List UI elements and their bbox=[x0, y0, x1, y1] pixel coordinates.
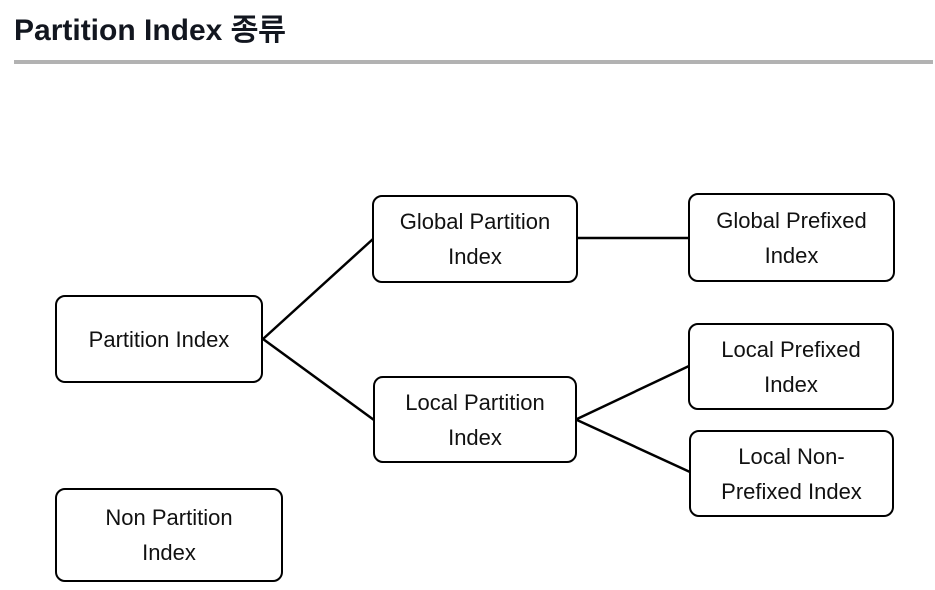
node-global-partition-index: Global Partition Index bbox=[372, 195, 578, 283]
node-label: Non Partition Index bbox=[105, 505, 233, 565]
node-local-partition-index: Local Partition Index bbox=[373, 376, 577, 463]
node-local-prefixed-index: Local Prefixed Index bbox=[688, 323, 894, 410]
node-partition-index: Partition Index bbox=[55, 295, 263, 383]
edge-partition-to-local-partition bbox=[261, 337, 376, 422]
edge-local-partition-to-local-non-prefixed bbox=[575, 418, 692, 474]
edge-partition-to-global-partition bbox=[261, 237, 375, 341]
node-label: Local Partition Index bbox=[405, 389, 545, 450]
node-label: Global Partition Index bbox=[399, 209, 551, 269]
node-label: Local Non- Prefixed Index bbox=[721, 443, 862, 504]
node-label: Local Prefixed Index bbox=[721, 336, 861, 397]
node-local-non-prefixed-index: Local Non- Prefixed Index bbox=[689, 430, 894, 517]
node-label: Global Prefixed Index bbox=[716, 207, 867, 268]
title-divider bbox=[14, 60, 933, 64]
node-non-partition-index: Non Partition Index bbox=[55, 488, 283, 582]
node-global-prefixed-index: Global Prefixed Index bbox=[688, 193, 895, 282]
edge-local-partition-to-local-prefixed bbox=[575, 364, 691, 421]
node-label: Partition Index bbox=[88, 326, 230, 352]
page-title: Partition Index 종류 bbox=[14, 14, 286, 47]
